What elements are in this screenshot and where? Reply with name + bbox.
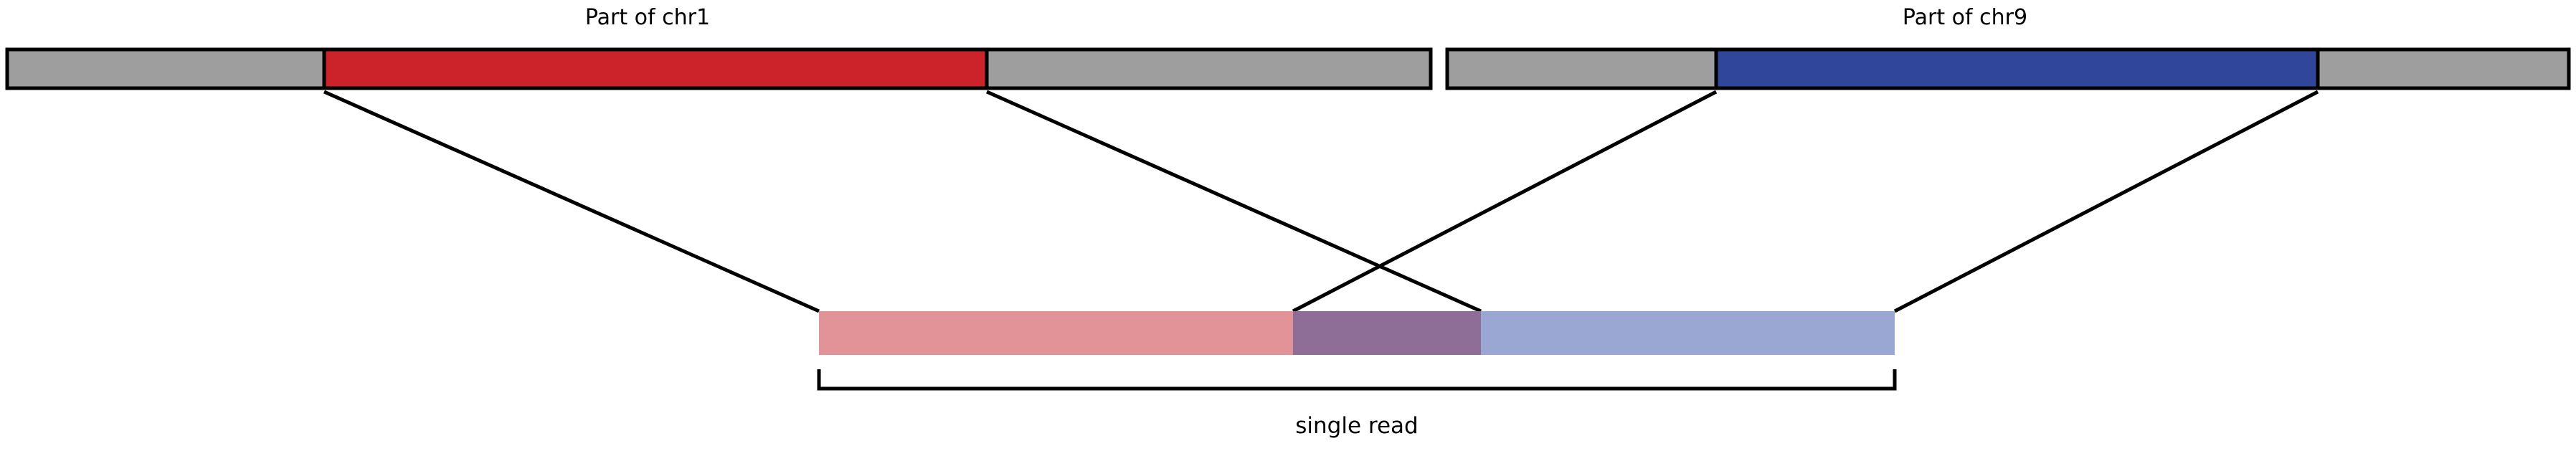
chr9-highlight-segment — [1716, 49, 2318, 88]
read-overlap-part-segment — [1293, 311, 1481, 355]
chr9-track: Part of chr9 — [1445, 5, 2571, 90]
chr9-flank-right-segment — [2318, 49, 2569, 88]
read-chr1-part-segment — [819, 311, 1293, 355]
chr9-label: Part of chr9 — [1903, 5, 2027, 30]
read-chr9-part-segment — [1481, 311, 1895, 355]
chr1-track: Part of chr1 — [5, 5, 1433, 90]
connector-chr1-right-line — [985, 90, 1482, 313]
single-read-track — [819, 311, 1895, 355]
connector-chr1-left-line — [323, 90, 820, 313]
chr9-flank-left-segment — [1447, 49, 1716, 88]
chr1-flank-left-segment — [7, 49, 324, 88]
connector-lines — [323, 90, 2319, 313]
bracket-path — [817, 369, 1897, 391]
single-read-bracket: single read — [817, 369, 1897, 439]
connector-chr9-right-line — [1893, 90, 2319, 313]
chr1-label: Part of chr1 — [585, 5, 710, 30]
connector-chr9-left-line — [1292, 90, 1718, 313]
chr1-flank-right-segment — [987, 49, 1431, 88]
chr1-track-outline — [5, 47, 1433, 90]
single-read-label: single read — [1295, 413, 1418, 439]
chr9-track-outline — [1445, 47, 2571, 90]
chr1-highlight-segment — [324, 49, 987, 88]
